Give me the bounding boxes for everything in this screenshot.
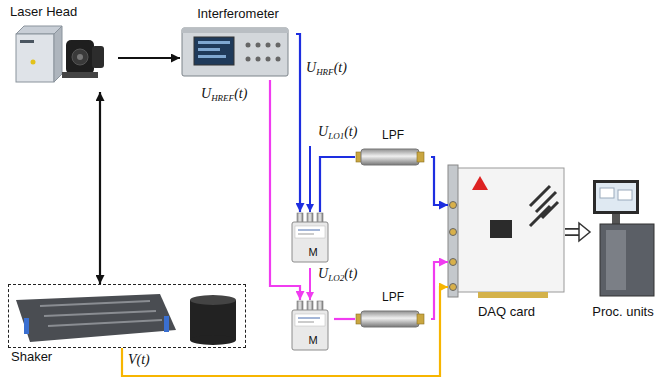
- signal-connector: [320, 157, 355, 212]
- connector-path: [122, 287, 448, 376]
- daq-card: DAQ card: [448, 165, 565, 300]
- computer: [593, 180, 654, 296]
- signal-label: ULO1(t): [318, 124, 357, 141]
- node-label: Laser Head: [8, 4, 118, 19]
- laser-head: Laser Head: [8, 4, 118, 92]
- signal-label: UHREF(t): [201, 86, 247, 103]
- signal-connector: [334, 319, 355, 320]
- reference-arrow: [309, 268, 311, 300]
- argument-part: (t): [344, 266, 357, 281]
- signal-label: UHRF(t): [306, 60, 347, 77]
- interferometer-device: [182, 28, 288, 76]
- node-label: M: [292, 245, 334, 260]
- connector-path: [320, 157, 355, 212]
- subscript-part: LO2: [328, 273, 344, 283]
- mixer: M: [292, 212, 334, 262]
- connector-path: [334, 318, 355, 320]
- hollow-arrowhead: [579, 223, 590, 241]
- argument-part: (t): [334, 60, 347, 75]
- node-label: Proc. units: [592, 304, 653, 319]
- node-label: LPF: [355, 128, 431, 143]
- node-label: DAQ card: [478, 304, 535, 319]
- shaker: Shaker: [8, 284, 246, 348]
- symbol-part: U: [318, 266, 328, 281]
- daq-card-device: [448, 165, 564, 298]
- laser-controller: [16, 26, 62, 82]
- arrow-shaft-inner: [565, 230, 579, 235]
- mixer: M: [292, 300, 334, 350]
- low-pass-filter: LPF: [355, 290, 431, 330]
- shaker-device: [16, 294, 236, 345]
- signal-label: V(t): [128, 352, 150, 368]
- signal-connector: [122, 287, 448, 376]
- subscript-part: HREF: [211, 93, 234, 103]
- arrow-shaft: [565, 228, 579, 236]
- signal-label: ULO2(t): [318, 266, 357, 283]
- node-label: Interferometer: [180, 6, 296, 21]
- signal-connector: [431, 157, 448, 205]
- connector-path: [431, 157, 448, 205]
- symbol-part: U: [318, 124, 328, 139]
- connector-path: [296, 34, 300, 212]
- subscript-part: HRF: [316, 67, 334, 77]
- argument-part: (t): [234, 86, 247, 101]
- symbol-part: U: [306, 60, 316, 75]
- signal-connector: [100, 92, 101, 284]
- signal-connector: [565, 223, 590, 241]
- low-pass-filter: LPF: [355, 128, 431, 168]
- node-label: M: [292, 333, 334, 348]
- filter-device: [356, 149, 424, 165]
- sensor-head: [62, 40, 104, 78]
- connector-path: [270, 80, 300, 300]
- node-label: Shaker: [11, 349, 52, 364]
- connector-path: [118, 57, 180, 59]
- signal-connector: [270, 80, 300, 300]
- interferometer: Interferometer: [180, 6, 296, 80]
- argument-part: (t): [344, 124, 357, 139]
- reference-arrow: [309, 146, 311, 212]
- filter-device: [356, 311, 424, 327]
- symbol-part: U: [201, 86, 211, 101]
- subscript-part: LO1: [328, 131, 344, 141]
- connector-path: [99, 92, 101, 284]
- signal-connector: [118, 58, 180, 59]
- processing-unit: Proc. units: [590, 175, 656, 300]
- signal-connector: [296, 34, 300, 212]
- node-label: LPF: [355, 290, 431, 305]
